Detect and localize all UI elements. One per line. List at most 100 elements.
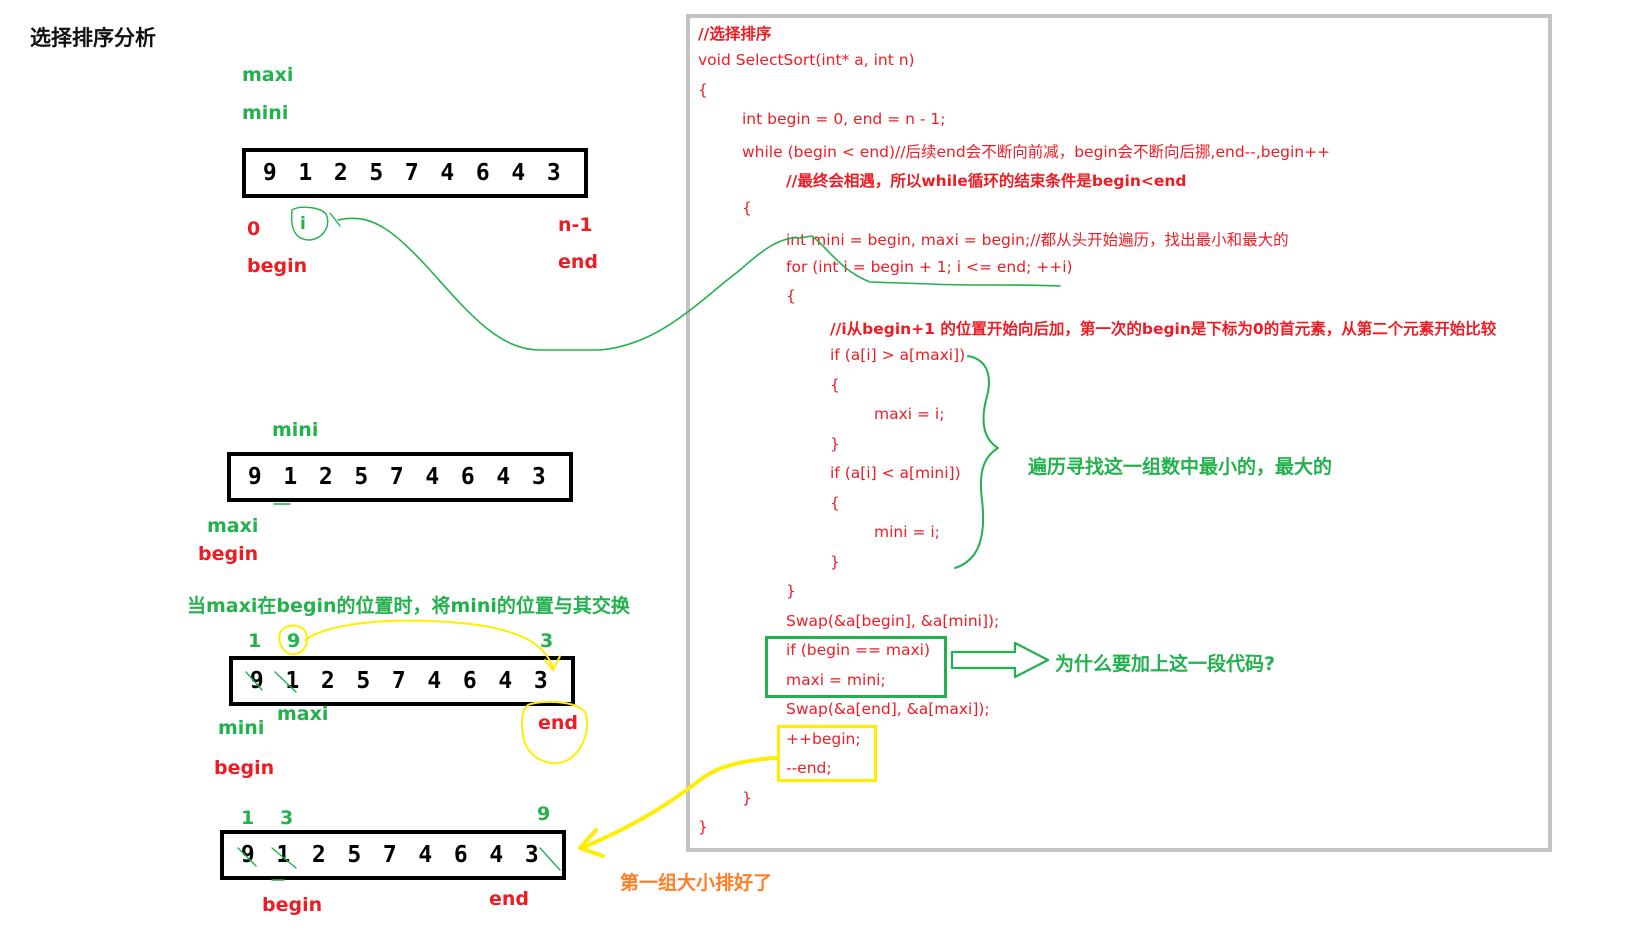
code-line: //选择排序: [698, 25, 772, 43]
array-cell: 7: [389, 464, 404, 490]
result-arrow-head: [578, 828, 605, 858]
code-line: {: [830, 494, 840, 512]
code-line: void SelectSort(int* a, int n): [698, 51, 915, 69]
array-box-3: 9 1 2 5 7 4 6 4 3: [229, 656, 575, 706]
end-label: end: [489, 888, 530, 910]
index-1-label: 1: [248, 630, 262, 652]
begin-label: begin: [247, 255, 308, 277]
array-cell: 9: [262, 160, 277, 186]
code-line: if (a[i] > a[maxi]): [830, 346, 966, 364]
swap-note: 当maxi在begin的位置时，将mini的位置与其交换: [187, 595, 630, 617]
value-9-label: 9: [537, 803, 551, 825]
array-cell: 9: [247, 464, 262, 490]
array-cell: 5: [347, 842, 362, 868]
code-line: {: [742, 199, 752, 217]
why-annotation: 为什么要加上这一段代码?: [1055, 653, 1276, 675]
value-3-label: 3: [280, 807, 294, 829]
nine-circle: [278, 624, 308, 656]
begin-label: begin: [198, 543, 259, 565]
code-line: }: [830, 435, 840, 453]
mini-label: mini: [218, 717, 265, 739]
array-cell: 3: [524, 842, 539, 868]
code-line: if (a[i] < a[mini]): [830, 464, 961, 482]
page-title: 选择排序分析: [30, 26, 156, 50]
swap-arc-head: [544, 655, 561, 671]
array-cell: 4: [511, 160, 526, 186]
code-line: //最终会相遇，所以while循环的结束条件是begin<end: [786, 172, 1187, 190]
array-cell: 4: [440, 160, 455, 186]
index-1-label: 1: [241, 807, 255, 829]
strike-mark: [245, 671, 263, 691]
array-cell: 4: [496, 464, 511, 490]
array-cell: 1: [298, 160, 313, 186]
array-cell: 1: [283, 464, 298, 490]
array-cell: 4: [418, 842, 433, 868]
result-arrow: [580, 756, 779, 850]
end-circle: [521, 700, 589, 765]
first-group-sorted-note: 第一组大小排好了: [620, 872, 773, 894]
n-minus-1-label: n-1: [558, 214, 593, 236]
array-cell: 7: [391, 668, 406, 694]
array-cell: 2: [318, 464, 333, 490]
array-cell: 2: [311, 842, 326, 868]
i-label: i: [300, 214, 306, 234]
end-label: end: [538, 712, 579, 734]
array-cell: 5: [369, 160, 384, 186]
array-cell: 2: [320, 668, 335, 694]
i-circle: [290, 206, 329, 241]
strike-mark: [237, 847, 257, 867]
maxi-check-highlight-box: [765, 636, 947, 698]
begin-label: begin: [214, 757, 275, 779]
code-line: int begin = 0, end = n - 1;: [742, 110, 946, 128]
i-link-curve: [337, 217, 1061, 351]
maxi-label: maxi: [277, 703, 329, 725]
array-cell: 1: [285, 668, 300, 694]
array-cell: 4: [489, 842, 504, 868]
mini-label: mini: [242, 102, 289, 124]
end-label: end: [558, 251, 599, 273]
code-line: {: [830, 376, 840, 394]
code-line: }: [698, 818, 708, 836]
array-box-4: 9 1 2 5 7 4 6 4 3: [220, 830, 566, 880]
value-9-label: 9: [287, 630, 301, 652]
condition-brace: [954, 355, 999, 569]
strike-mark: [539, 847, 561, 871]
array-cell: 5: [356, 668, 371, 694]
code-line: {: [698, 81, 708, 99]
code-line: {: [786, 287, 796, 305]
code-line: int mini = begin, maxi = begin;//都从头开始遍历…: [786, 231, 1289, 249]
array-cell: 2: [333, 160, 348, 186]
increment-highlight-box: [777, 725, 877, 782]
code-line: while (begin < end)//后续end会不断向前减，begin会不…: [742, 143, 1331, 161]
strike-mark: [274, 671, 297, 693]
array-cell: 7: [404, 160, 419, 186]
array-box-2: 9 1 2 5 7 4 6 4 3: [227, 452, 573, 502]
code-line: maxi = i;: [874, 405, 945, 423]
code-line: --end;: [786, 759, 832, 777]
array-cell: 6: [460, 464, 475, 490]
traverse-annotation: 遍历寻找这一组数中最小的，最大的: [1028, 456, 1333, 478]
array-cell: 3: [546, 160, 561, 186]
code-line: }: [830, 553, 840, 571]
swap-arc: [304, 619, 554, 669]
array-cell: 7: [382, 842, 397, 868]
begin-label: begin: [262, 894, 323, 916]
code-line: ++begin;: [786, 730, 861, 748]
array-cell: 4: [498, 668, 513, 694]
value-3-label: 3: [540, 630, 554, 652]
code-line: }: [786, 582, 796, 600]
array-cell: 6: [453, 842, 468, 868]
maxi-label: maxi: [207, 515, 259, 537]
index-zero-label: 0: [247, 218, 261, 240]
array-cell: 4: [427, 668, 442, 694]
maxi-label: maxi: [242, 64, 294, 86]
i-arrow-head: [329, 212, 341, 227]
code-line: Swap(&a[end], &a[maxi]);: [786, 700, 990, 718]
array-cell: 5: [354, 464, 369, 490]
mini-label: mini: [272, 419, 319, 441]
code-line: Swap(&a[begin], &a[mini]);: [786, 612, 1000, 630]
array-cell: 3: [533, 668, 548, 694]
code-panel: [686, 14, 1552, 852]
array-cell: 6: [462, 668, 477, 694]
